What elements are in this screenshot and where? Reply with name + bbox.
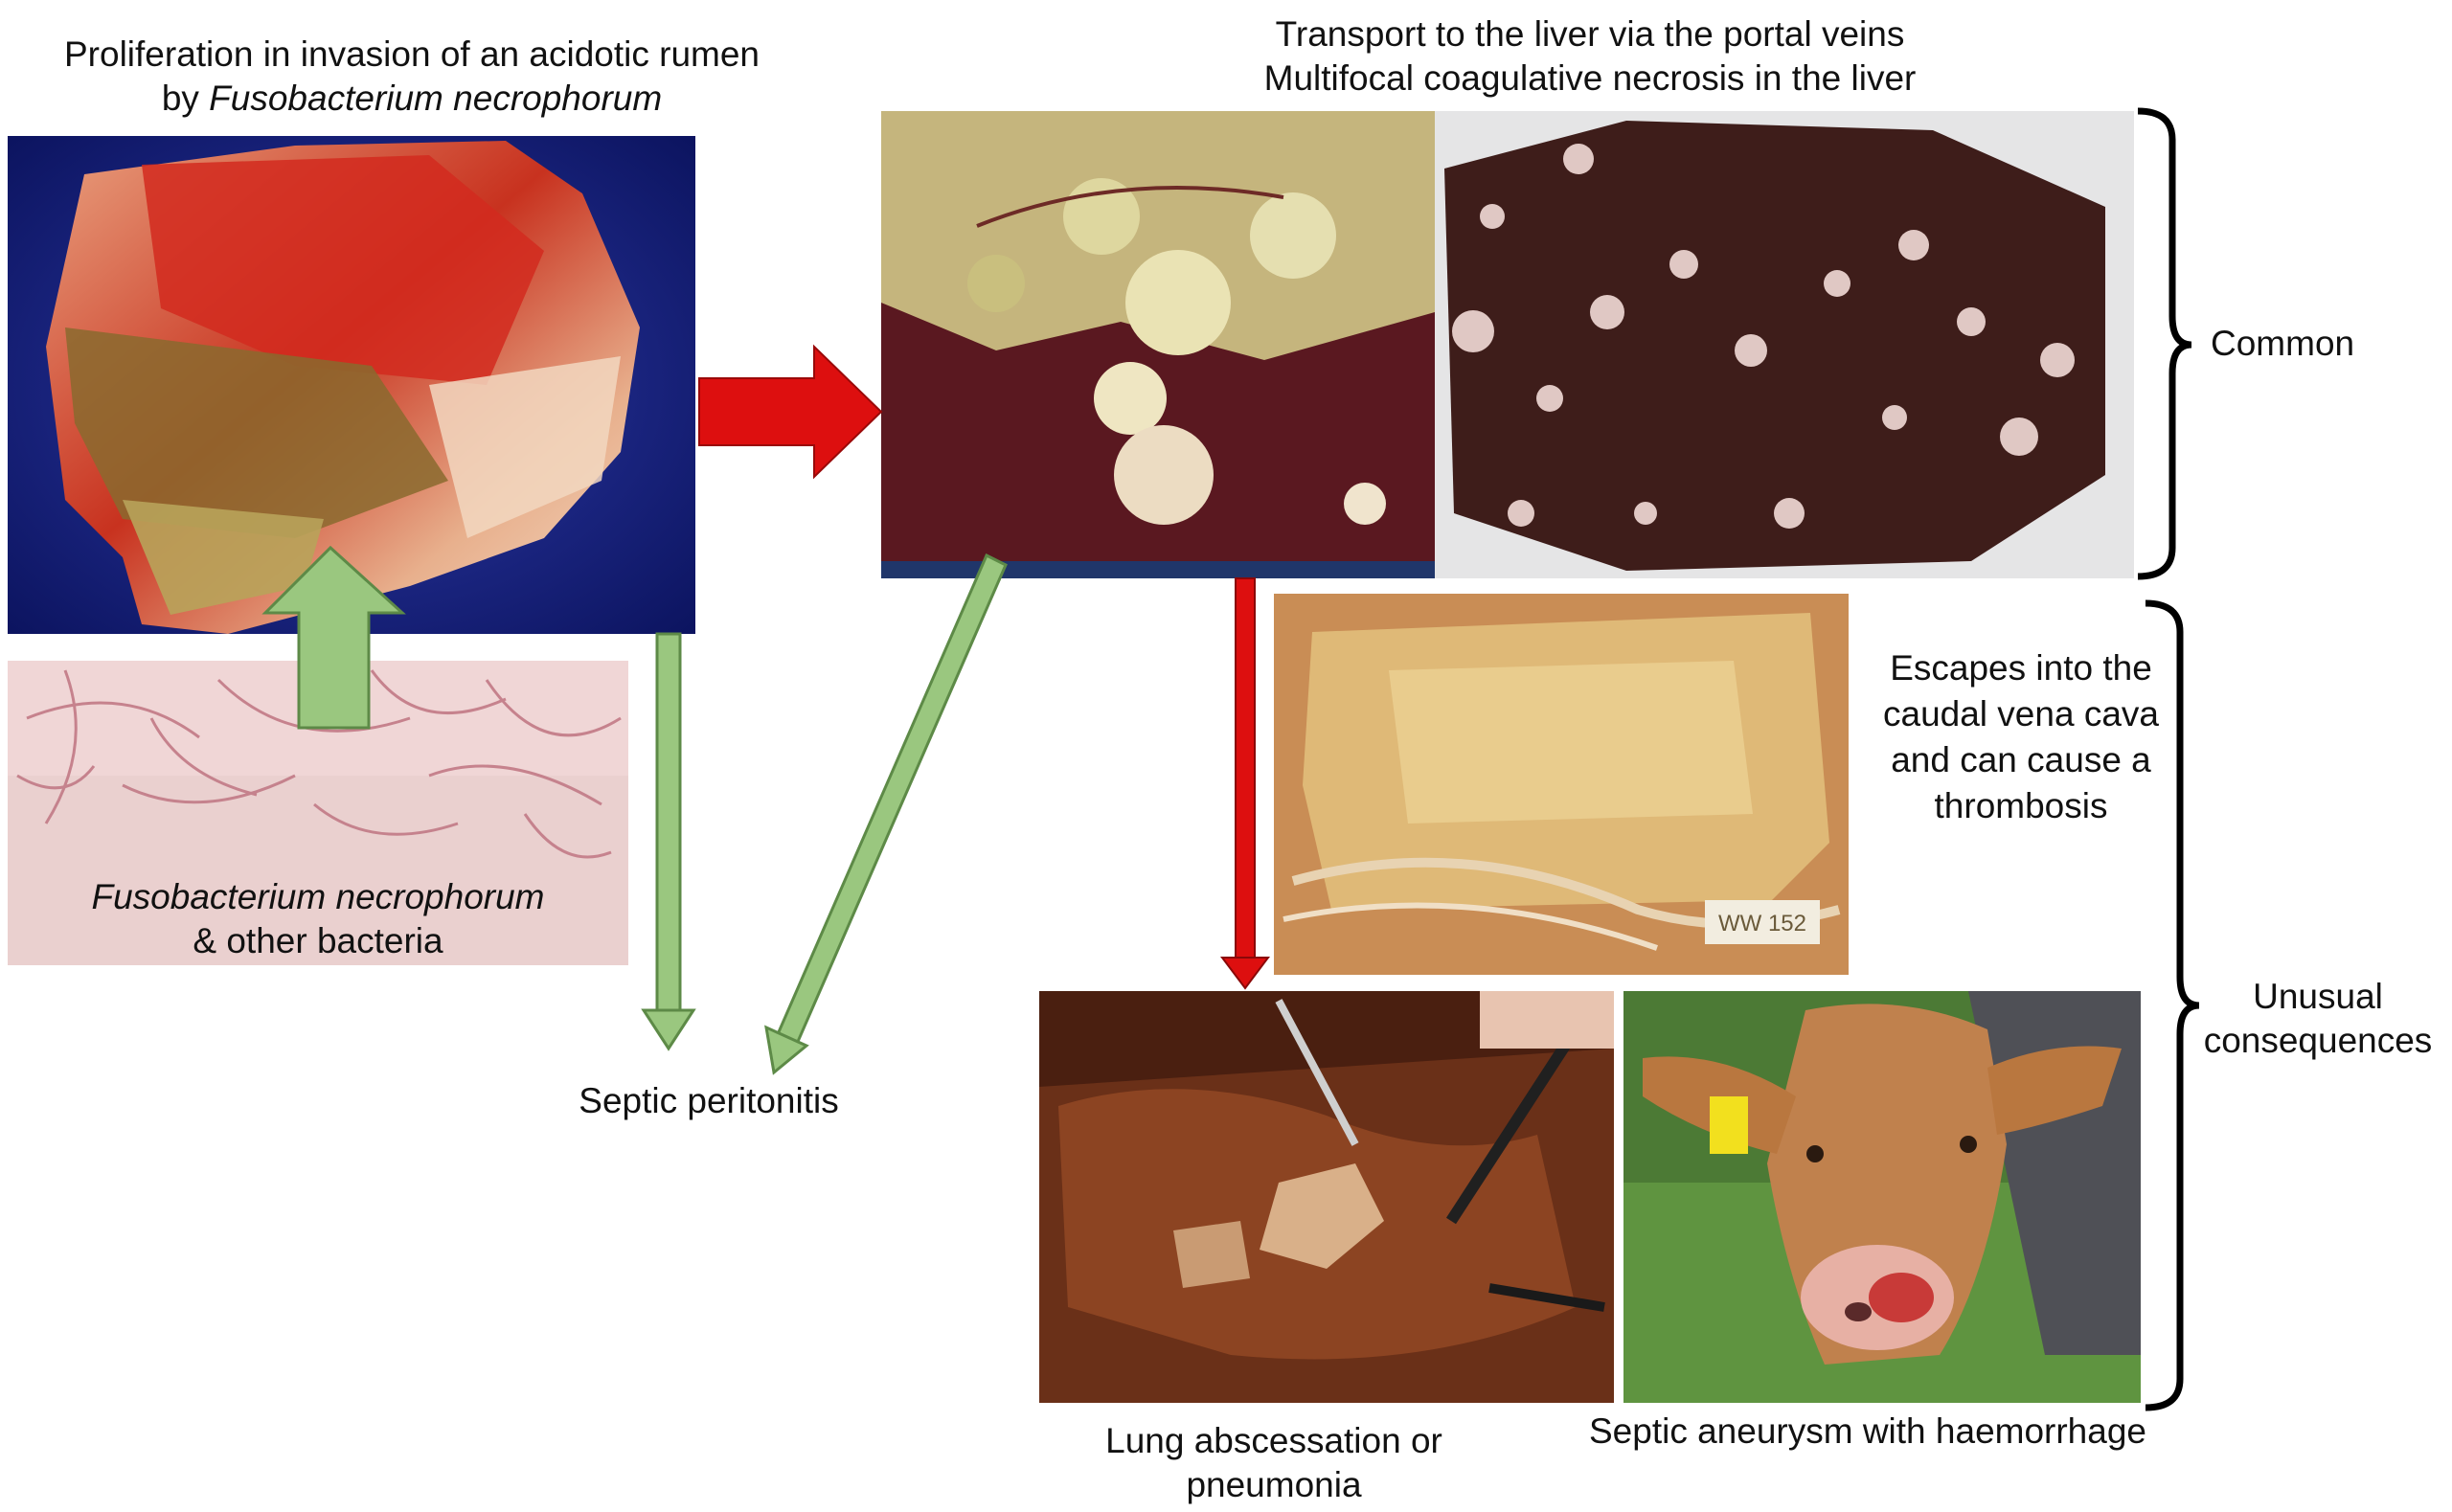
liver-necrosis-photo xyxy=(1435,111,2134,578)
vena-cava-thrombus-photo: WW 152 xyxy=(1274,594,1849,975)
vena-cava-caption: Escapes into the caudal vena cava and ca… xyxy=(1883,648,2159,825)
calf-haemorrhage-photo xyxy=(1623,991,2141,1403)
rumen-caption-line1: Proliferation in invasion of an acidotic… xyxy=(64,34,760,74)
red-arrow-rumen-to-liver xyxy=(698,344,883,480)
rumen-photo xyxy=(8,136,695,634)
unusual-consequences-label: Unusual consequences xyxy=(2203,977,2433,1060)
green-arrow-liver-to-peritonitis xyxy=(764,553,1008,1075)
liver-caption-line1: Transport to the liver via the portal ve… xyxy=(1275,14,1905,54)
rumen-caption-line2: by Fusobacterium necrophorum xyxy=(161,79,663,118)
lung-caption: Lung abscessation or pneumonia xyxy=(1105,1421,1442,1504)
bacteria-caption-line2: & other bacteria xyxy=(193,921,443,960)
bracket-common xyxy=(2137,107,2192,580)
liver-caption-line2: Multifocal coagulative necrosis in the l… xyxy=(1263,58,1917,98)
lung-abscess-photo xyxy=(1039,991,1614,1403)
aneurysm-caption: Septic aneurysm with haemorrhage xyxy=(1588,1411,2146,1451)
green-arrow-rumen-to-peritonitis xyxy=(641,632,696,1051)
peritonitis-caption: Septic peritonitis xyxy=(579,1081,839,1120)
bacteria-caption-line1: Fusobacterium necrophorum xyxy=(91,877,545,916)
liver-caption: Transport to the liver via the portal ve… xyxy=(1111,12,2069,101)
liver-abscess-photo xyxy=(881,111,1435,578)
bacteria-caption: Fusobacterium necrophorum & other bacter… xyxy=(8,875,628,963)
red-arrow-liver-to-lung xyxy=(1220,577,1270,990)
common-label: Common xyxy=(2211,324,2355,363)
photo-tag: WW 152 xyxy=(1718,911,1806,937)
rumen-caption: Proliferation in invasion of an acidotic… xyxy=(0,33,824,121)
